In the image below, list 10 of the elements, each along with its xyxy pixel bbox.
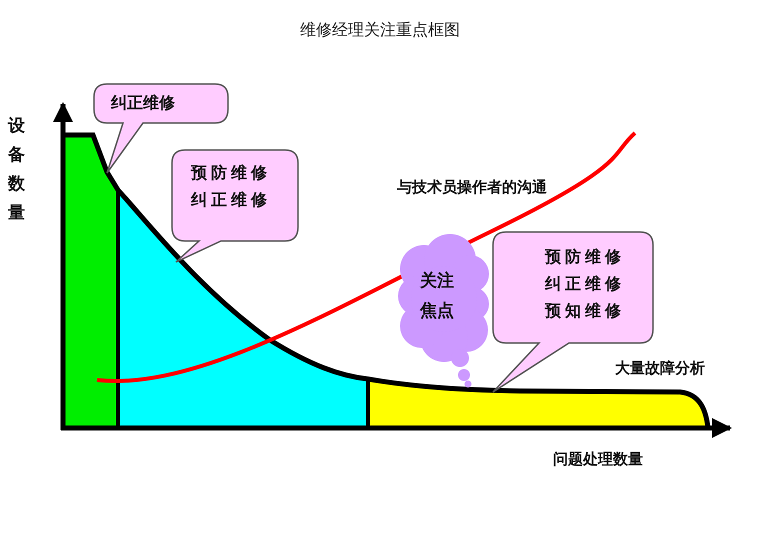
curve-label: 与技术员操作者的沟通 [397,178,547,197]
curve-label: 大量故障分析 [615,359,705,378]
axis-title: 问题处理数量 [553,450,643,469]
bubble-text: 预防维修 纠正维修 预知维修 [545,246,625,322]
chart-title: 维修经理关注重点框图 [299,20,461,41]
axis-title: 设备数量 [8,115,26,225]
bubble-text: 预防维修 纠正维修 [191,162,271,211]
bubble-text: 关注焦点 [420,270,455,323]
speech-bubble [171,149,301,265]
bubble-text: 纠正维修 [111,92,175,114]
